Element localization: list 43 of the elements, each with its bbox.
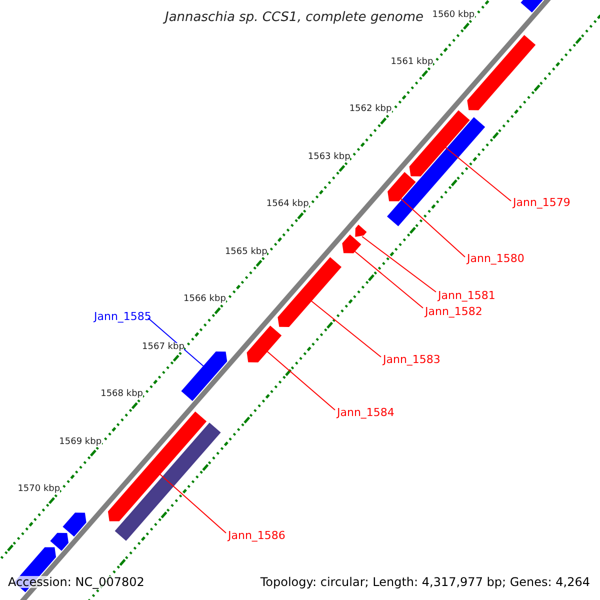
gene-block	[114, 422, 221, 541]
gene-feature	[246, 326, 282, 362]
gene-label: Jann_1581	[438, 290, 496, 301]
gene-feature	[342, 234, 362, 254]
scale-label: 1564 kbp	[266, 200, 309, 210]
scale-label: 1561 kbp	[390, 58, 434, 68]
leader-line	[148, 318, 204, 367]
scale-label: 1563 kbp	[308, 152, 350, 162]
gene-feature	[50, 532, 69, 551]
scale-label: 1567 kbp	[142, 342, 184, 352]
accession-text: Accession: NC_007802	[8, 576, 144, 588]
leader-line	[362, 236, 436, 292]
gene-feature	[108, 412, 207, 522]
gene-feature	[467, 35, 536, 110]
leader-line	[266, 350, 336, 410]
leader-line	[444, 146, 512, 202]
leader-line	[159, 474, 226, 534]
gene-feature	[355, 224, 367, 237]
gene-feature	[388, 172, 416, 202]
leader-line	[400, 198, 466, 258]
scale-label: 1568 kbp	[100, 390, 143, 400]
title: Jannaschia sp. CCS1, complete genome	[165, 11, 424, 24]
gene-label: Jann_1582	[425, 306, 482, 317]
gene-label: Jann_1580	[467, 253, 524, 264]
gene-feature	[409, 110, 470, 176]
gene-feature	[181, 352, 228, 401]
gene-feature	[62, 512, 86, 537]
gene-label: Jann_1586	[228, 530, 286, 541]
scale-label: 1562 kbp	[349, 105, 392, 114]
gene-label: Jann_1579	[513, 197, 570, 208]
scale-label: 1560 kbp	[432, 10, 475, 20]
scale-label: 1566 kbp	[184, 295, 226, 304]
genome-info-text: Topology: circular; Length: 4,317,977 bp; Genes: 4,264	[260, 576, 590, 588]
gene-block	[387, 117, 486, 226]
scale-label: 1565 kbp	[224, 248, 268, 257]
leader-line	[354, 250, 424, 308]
gene-label: Jann_1583	[383, 354, 440, 365]
leader-line	[310, 300, 382, 358]
gene-feature	[278, 257, 342, 327]
scale-label: 1570 kbp	[18, 484, 60, 494]
gene-label: Jann_1585	[94, 311, 152, 322]
gene-label: Jann_1584	[337, 407, 394, 418]
scale-label: 1569 kbp	[59, 438, 102, 447]
